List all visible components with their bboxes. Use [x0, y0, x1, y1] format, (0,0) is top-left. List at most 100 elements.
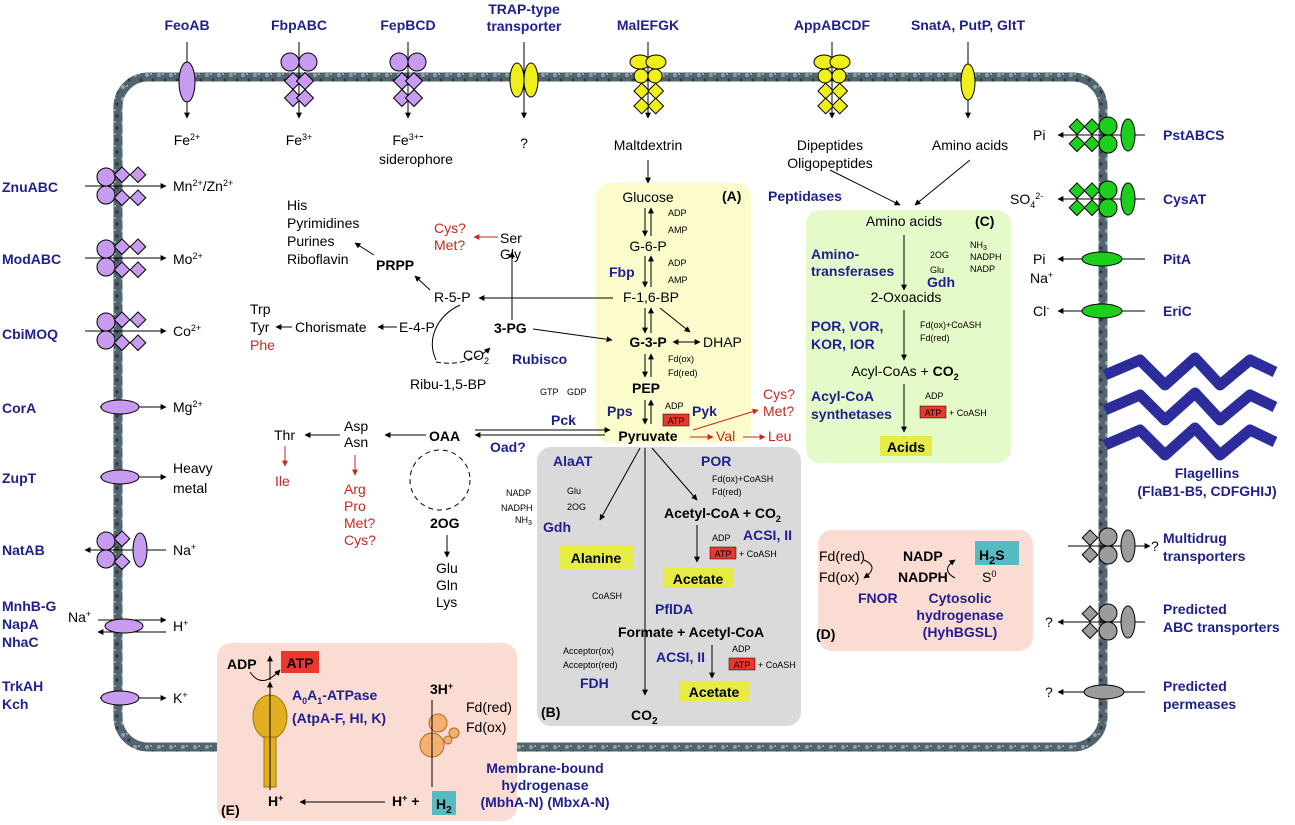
svg-text:transferases: transferases [811, 263, 894, 279]
svg-text:Fd(ox)+CoASH: Fd(ox)+CoASH [920, 320, 981, 330]
svg-text:Glucose: Glucose [622, 189, 674, 205]
svg-text:ATP: ATP [715, 549, 732, 559]
svg-text:KOR, IOR: KOR, IOR [811, 336, 875, 352]
svg-text:ADP: ADP [668, 208, 687, 218]
svg-text:NADPH: NADPH [970, 252, 1002, 262]
top-transporter-appabcdf: AppABCDF Dipeptides Oligopeptides [787, 17, 873, 171]
svg-text:Met?: Met? [434, 237, 465, 253]
svg-text:Cys?: Cys? [344, 532, 376, 548]
svg-text:Acetyl-CoA + CO2: Acetyl-CoA + CO2 [664, 505, 781, 524]
transporter-label: MalEFGK [617, 17, 679, 33]
svg-text:A0A1-ATPase: A0A1-ATPase [292, 687, 377, 706]
right-transporter-pstabcs: Pi PstABCS [1033, 116, 1224, 154]
transporter-label: PstABCS [1163, 127, 1224, 143]
svg-text:NADP: NADP [506, 488, 531, 498]
svg-text:Fd(red): Fd(red) [712, 487, 742, 497]
svg-text:FDH: FDH [580, 675, 609, 691]
svg-text:Acceptor(ox): Acceptor(ox) [563, 646, 614, 656]
svg-text:(FlaB1-B5, CDFGHIJ): (FlaB1-B5, CDFGHIJ) [1137, 483, 1276, 499]
svg-text:(AtpA-F, HI, K): (AtpA-F, HI, K) [292, 710, 386, 726]
pyruvate-branch: Cys? Met? Val Leu [690, 386, 795, 444]
svg-text:NADP: NADP [970, 264, 995, 274]
panel-b-fermentation: AlaAT NADP NADPH NH3 Glu 2OG Gdh Alanine… [501, 447, 796, 727]
svg-text:Acetate: Acetate [689, 684, 740, 700]
left-transporter-znuabc: ZnuABC Mn2+/Zn2+ [2, 166, 233, 207]
top-transporter-feoab: FeoAB Fe2+ [164, 17, 209, 148]
lower-left-anabolism: OAA Asp Asn Thr Ile Arg Pro Met? Cys? 2O… [274, 418, 471, 610]
top-transporter-snata: SnatA, PutP, GltT Amino acids [911, 17, 1026, 153]
svg-text:Lys: Lys [436, 594, 457, 610]
transporter-label: SnatA, PutP, GltT [911, 17, 1026, 33]
svg-text:H2S: H2S [979, 547, 1005, 567]
svg-text:ADP: ADP [712, 533, 731, 543]
svg-text:F-1,6-BP: F-1,6-BP [623, 289, 679, 305]
panel-b-label: (B) [541, 704, 560, 720]
svg-text:Purines: Purines [287, 233, 334, 249]
top-transporter-malefgk: MalEFGK Maltdextrin [614, 17, 682, 153]
svg-text:NH3: NH3 [515, 515, 532, 527]
svg-text:CoASH: CoASH [592, 591, 622, 601]
svg-text:FNOR: FNOR [858, 590, 898, 606]
svg-text:2OG: 2OG [430, 515, 460, 531]
right-transporter-eric: Cl- EriC [1033, 303, 1192, 319]
svg-text:R-5-P: R-5-P [434, 289, 471, 305]
svg-text:OAA: OAA [429, 428, 460, 444]
svg-text:DHAP: DHAP [703, 334, 742, 350]
svg-text:PEP: PEP [632, 380, 660, 396]
svg-text:ADP: ADP [925, 391, 944, 401]
svg-text:CO2: CO2 [463, 347, 489, 366]
svg-text:+ CoASH: + CoASH [949, 408, 987, 418]
svg-text:AlaAT: AlaAT [553, 453, 593, 469]
svg-text:hydrogenase: hydrogenase [916, 607, 1003, 623]
svg-text:Glu: Glu [436, 560, 458, 576]
svg-text:Pi: Pi [1033, 251, 1045, 267]
svg-text:Riboflavin: Riboflavin [287, 251, 348, 267]
transporter-label: CysAT [1163, 191, 1207, 207]
panel-c-amino-acid-degradation: Peptidases Amino acids Amino- transferas… [768, 159, 1002, 456]
svg-text:Fe3+-: Fe3+- [392, 127, 424, 148]
top-transporter-fbpabc: FbpABC Fe3+ [271, 17, 327, 148]
svg-text:Glu: Glu [930, 265, 944, 275]
transporter-label: FeoAB [164, 17, 209, 33]
svg-text:Asp: Asp [344, 418, 368, 434]
transporter-label: ZupT [2, 470, 37, 486]
panel-c-background [806, 210, 1011, 463]
svg-text:Acids: Acids [887, 439, 925, 455]
svg-text:Amino-: Amino- [811, 246, 860, 262]
svg-text:Val: Val [716, 428, 735, 444]
svg-text:ADP: ADP [227, 656, 257, 672]
svg-text:Amino acids: Amino acids [866, 213, 942, 229]
svg-text:NADPH: NADPH [898, 569, 948, 585]
svg-text:Pyrimidines: Pyrimidines [287, 215, 359, 231]
svg-text:ADP: ADP [668, 258, 687, 268]
svg-text:+ CoASH: + CoASH [739, 549, 777, 559]
svg-text:Acyl-CoAs + CO2: Acyl-CoAs + CO2 [851, 363, 958, 382]
svg-text:transporter: transporter [487, 18, 562, 34]
svg-text:?: ? [520, 135, 528, 151]
svg-text:Predicted: Predicted [1163, 678, 1227, 694]
svg-text:TrkAH: TrkAH [2, 678, 43, 694]
svg-text:permeases: permeases [1163, 696, 1236, 712]
svg-text:Asn: Asn [344, 434, 368, 450]
left-transporter-trkah: TrkAH Kch K+ [2, 678, 188, 712]
left-transporter-cbimoq: CbiMOQ Co2+ [2, 311, 201, 352]
transporter-label: FepBCD [380, 17, 435, 33]
svg-text:Dipeptides: Dipeptides [797, 137, 863, 153]
svg-text:E-4-P: E-4-P [399, 319, 435, 335]
svg-text:Fd(ox): Fd(ox) [466, 719, 506, 735]
svg-text:Co2+: Co2+ [173, 323, 201, 339]
svg-text:Met?: Met? [763, 403, 794, 419]
svg-text:Cytosolic: Cytosolic [928, 590, 991, 606]
svg-text:GTP: GTP [540, 387, 559, 397]
svg-text:Rubisco: Rubisco [512, 351, 567, 367]
transporter-label: EriC [1163, 303, 1192, 319]
svg-text:Fbp: Fbp [609, 264, 635, 280]
svg-text:Pps: Pps [607, 403, 633, 419]
left-transporter-modabc: ModABC Mo2+ [2, 238, 203, 279]
right-transporter-multidrug: ? Multidrug transporters [1068, 527, 1246, 565]
svg-text:NH3: NH3 [970, 240, 987, 252]
svg-text:Gln: Gln [436, 577, 458, 593]
svg-text:His: His [287, 197, 307, 213]
top-transporter-trap: TRAP-type transporter ? [487, 1, 562, 151]
